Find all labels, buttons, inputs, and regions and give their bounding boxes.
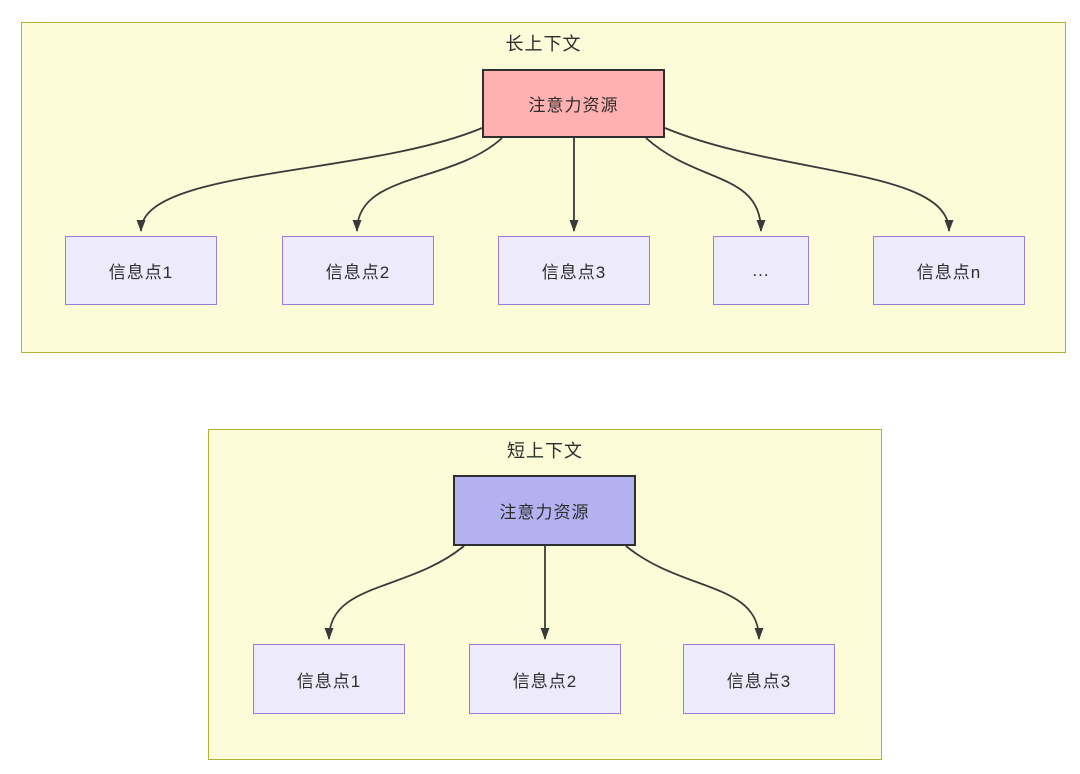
long-attention-resource-node: 注意力资源 xyxy=(482,69,665,138)
long-info-node-1: 信息点1 xyxy=(65,236,217,305)
long-info-node-ellipsis: ... xyxy=(713,236,809,305)
long-info-label-n: 信息点n xyxy=(916,263,982,282)
short-info-node-2: 信息点2 xyxy=(469,644,621,714)
short-attention-resource-label: 注意力资源 xyxy=(499,503,590,522)
long-info-node-3: 信息点3 xyxy=(498,236,650,305)
long-info-label-1: 信息点1 xyxy=(108,263,174,282)
long-info-node-2: 信息点2 xyxy=(282,236,434,305)
short-info-node-1: 信息点1 xyxy=(253,644,405,714)
long-info-node-n: 信息点n xyxy=(873,236,1025,305)
short-info-label-3: 信息点3 xyxy=(726,671,792,691)
long-context-title: 长上下文 xyxy=(505,34,582,54)
short-info-node-3: 信息点3 xyxy=(683,644,835,714)
long-info-label-ellipsis: ... xyxy=(752,260,770,280)
long-attention-resource-label: 注意力资源 xyxy=(528,96,619,115)
short-info-label-1: 信息点1 xyxy=(296,671,362,691)
long-info-label-2: 信息点2 xyxy=(325,263,391,282)
short-context-title: 短上下文 xyxy=(507,441,583,461)
short-info-label-2: 信息点2 xyxy=(512,671,578,691)
short-attention-resource-node: 注意力资源 xyxy=(453,475,636,546)
long-info-label-3: 信息点3 xyxy=(541,263,607,282)
